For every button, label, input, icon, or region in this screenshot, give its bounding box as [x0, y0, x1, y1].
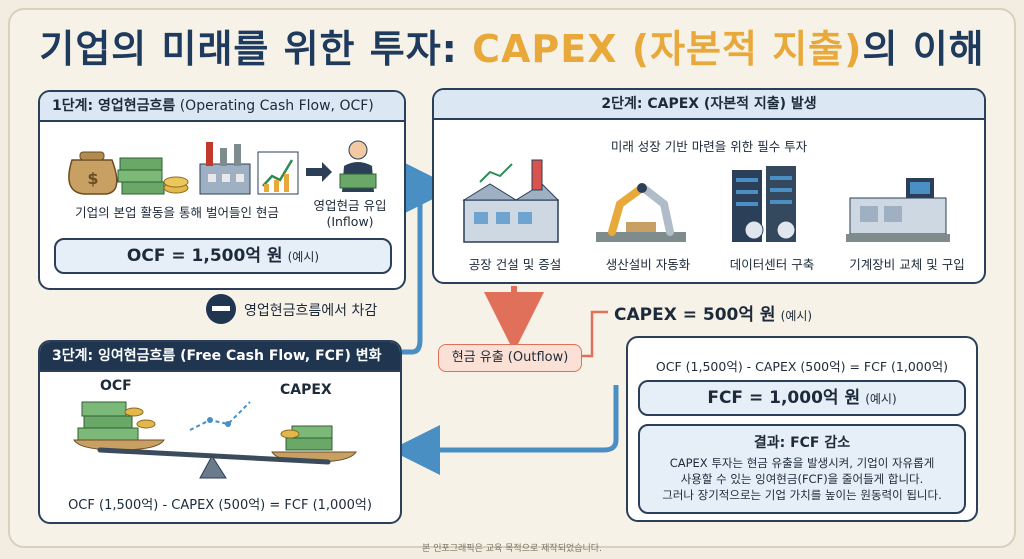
result-line-2: 사용할 수 있는 잉여현금(FCF)을 줄어들게 합니다. [680, 472, 924, 486]
step2-subtitle: 미래 성장 기반 마련을 위한 필수 투자 [610, 139, 808, 154]
step2-panel: 2단계: CAPEX (자본적 지출) 발생 [432, 88, 986, 284]
step1-heading-text: 1단계: 영업현금흐름 [52, 98, 176, 114]
minus-icon [206, 294, 236, 324]
arrow-outflow-to-capex [582, 310, 608, 358]
server-rack-icon [732, 166, 796, 242]
balance-scale-illustration [73, 401, 357, 479]
step2-illustration [462, 159, 950, 243]
businessman-icon [339, 140, 377, 192]
capex-value: CAPEX = 500억 원 [614, 305, 776, 325]
result-line-1: CAPEX 투자는 현금 유출을 발생시켜, 기업이 자유롭게 [669, 456, 935, 470]
step1-heading: 1단계: 영업현금흐름 (Operating Cash Flow, OCF) [40, 92, 404, 122]
scale-base [199, 455, 227, 479]
minus-label: 영업현금흐름에서 차감 [244, 303, 378, 319]
step1-heading-sub: (Operating Cash Flow, OCF) [175, 98, 374, 114]
capex-cash-pile-icon [280, 425, 333, 451]
step1-illustration: $ [68, 140, 377, 195]
outflow-badge: 현금 유출 (Outflow) [438, 344, 582, 372]
arrow-step3-to-step2 [402, 163, 455, 355]
arrow-right-icon [306, 162, 332, 182]
money-bag-icon: $ [68, 151, 118, 195]
machine-equipment-icon [846, 178, 950, 242]
step1-formula-box: OCF = 1,500억 원 (예시) [54, 238, 392, 274]
ocf-cash-pile-icon [77, 401, 156, 441]
step3-heading: 3단계: 잉여현금흐름 (Free Cash Flow, FCF) 변화 [40, 342, 400, 372]
scale-label-capex: CAPEX [280, 382, 332, 398]
fcf-value: FCF = 1,000억 원 [707, 388, 861, 408]
result-formula: OCF (1,500억) - CAPEX (500억) = FCF (1,000… [655, 359, 949, 374]
result-box: 결과: FCF 감소 CAPEX 투자는 현금 유출을 발생시켜, 기업이 자유… [638, 424, 966, 514]
fcf-box: FCF = 1,000억 원 (예시) [638, 380, 966, 416]
cash-stack-icon [117, 157, 189, 195]
arrow-result-to-step3 [390, 385, 619, 475]
robot-arm-icon [596, 183, 686, 242]
step1-caption-right-2: (Inflow) [326, 214, 374, 229]
capex-amount: CAPEX = 500억 원 (예시) [614, 300, 812, 325]
growth-chart-icon [257, 151, 299, 195]
step1-caption-right: 영업현금 유입 (Inflow) [300, 198, 400, 230]
title-accent: CAPEX (자본적 지출) [472, 27, 863, 71]
capex-note: (예시) [780, 309, 813, 323]
scale-beam [97, 447, 331, 465]
svg-text:$: $ [87, 169, 98, 188]
title-main: 기업의 미래를 위한 투자: [39, 27, 473, 71]
capex-item-factory: 공장 건설 및 증설 [468, 257, 562, 272]
factory-building-icon [462, 159, 560, 243]
page-title: 기업의 미래를 위한 투자: CAPEX (자본적 지출)의 이해 [0, 18, 1024, 73]
step1-caption-right-1: 영업현금 유입 [313, 198, 387, 213]
scale-label-ocf: OCF [100, 378, 132, 394]
trend-line-icon [189, 401, 251, 431]
result-title: 결과: FCF 감소 [753, 435, 851, 451]
result-line-3: 그러나 장기적으로는 기업 가치를 높이는 원동력이 됩니다. [662, 488, 942, 502]
capex-item-datacenter: 데이터센터 구축 [729, 257, 815, 272]
fcf-note: (예시) [865, 392, 897, 406]
ocf-note: (예시) [287, 250, 320, 264]
step2-heading: 2단계: CAPEX (자본적 지출) 발생 [434, 90, 984, 120]
step1-caption-left: 기업의 본업 활동을 통해 벌어들인 현금 [75, 205, 279, 220]
title-suffix: 의 이해 [862, 27, 985, 71]
step3-formula: OCF (1,500억) - CAPEX (500억) = FCF (1,000… [68, 498, 372, 513]
factory-icon [199, 142, 251, 195]
capex-item-equipment: 기계장비 교체 및 구입 [849, 257, 965, 272]
ocf-value: OCF = 1,500억 원 [126, 246, 283, 266]
capex-item-automation: 생산설비 자동화 [605, 257, 691, 272]
footer-note: 본 인포그래픽은 교육 목적으로 제작되었습니다. [422, 544, 602, 554]
